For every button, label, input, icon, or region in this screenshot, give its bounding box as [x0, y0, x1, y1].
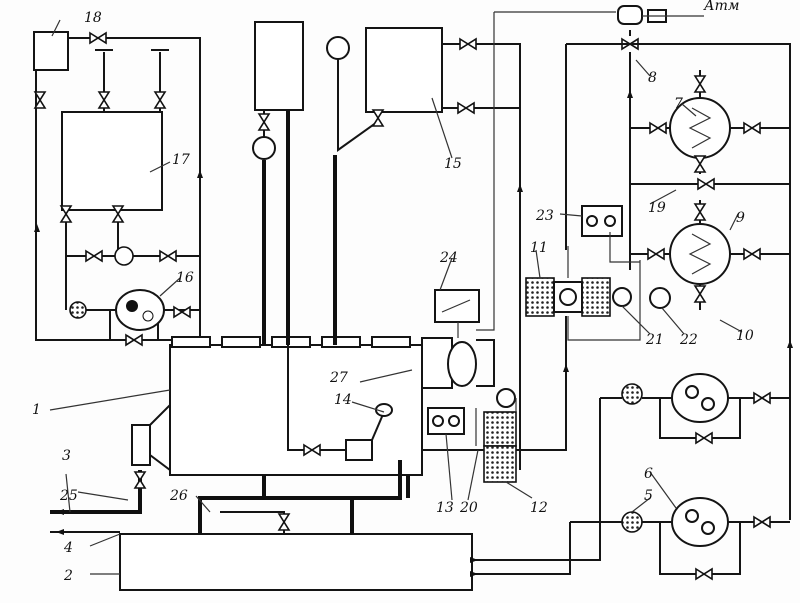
pump-6 [671, 497, 729, 547]
label-24: 24 [439, 250, 458, 266]
gauge-20 [496, 388, 516, 408]
label-4: 4 [63, 540, 73, 556]
label-19: 19 [648, 200, 666, 216]
tank-2 [119, 533, 473, 591]
label-14: 14 [334, 392, 352, 408]
pump-12 [483, 411, 517, 447]
turbocharger-27 [421, 337, 453, 389]
gauge-circle-15 [326, 36, 350, 60]
gauge-22 [649, 287, 671, 309]
expansion-tank-18 [33, 31, 69, 71]
pump-11 [525, 277, 555, 317]
label-18: 18 [84, 10, 102, 26]
label-21: 21 [645, 332, 664, 348]
label-12: 12 [530, 500, 548, 516]
label-8: 8 [648, 70, 657, 86]
label-23: 23 [535, 208, 554, 224]
label-20: 20 [459, 500, 478, 516]
pump-lower [671, 373, 729, 423]
sensor-top [617, 5, 643, 25]
pump-16 [115, 289, 165, 331]
label-27: 27 [329, 370, 348, 386]
label-5: 5 [644, 488, 653, 504]
gauge-circle-top-center [252, 136, 276, 160]
valve-top-left [89, 32, 107, 44]
label-2: 2 [63, 568, 73, 584]
label-13: 13 [436, 500, 454, 516]
label-10: 10 [736, 328, 754, 344]
tank-15 [365, 27, 443, 113]
label-16: 16 [176, 270, 194, 286]
filter-5 [621, 511, 643, 533]
tank-17 [61, 111, 163, 211]
gauge-21 [612, 287, 632, 307]
valve-14 [345, 439, 373, 461]
label-22: 22 [679, 332, 698, 348]
label-1: 1 [32, 402, 41, 418]
label-7: 7 [674, 96, 683, 112]
label-11: 11 [530, 240, 548, 256]
label-17: 17 [172, 152, 190, 168]
cooler-9 [669, 223, 731, 285]
label-9: 9 [736, 210, 745, 226]
label-15: 15 [444, 156, 462, 172]
label-atm: Атм [703, 0, 740, 14]
filter-16 [69, 301, 87, 319]
bypass-valve-19 [697, 178, 715, 190]
tank-top-center [254, 21, 304, 111]
pump-circle-17 [114, 246, 134, 266]
label-26: 26 [169, 488, 188, 504]
filter-lower [621, 383, 643, 405]
label-25: 25 [59, 488, 78, 504]
label-6: 6 [644, 466, 653, 482]
label-3: 3 [62, 448, 71, 464]
